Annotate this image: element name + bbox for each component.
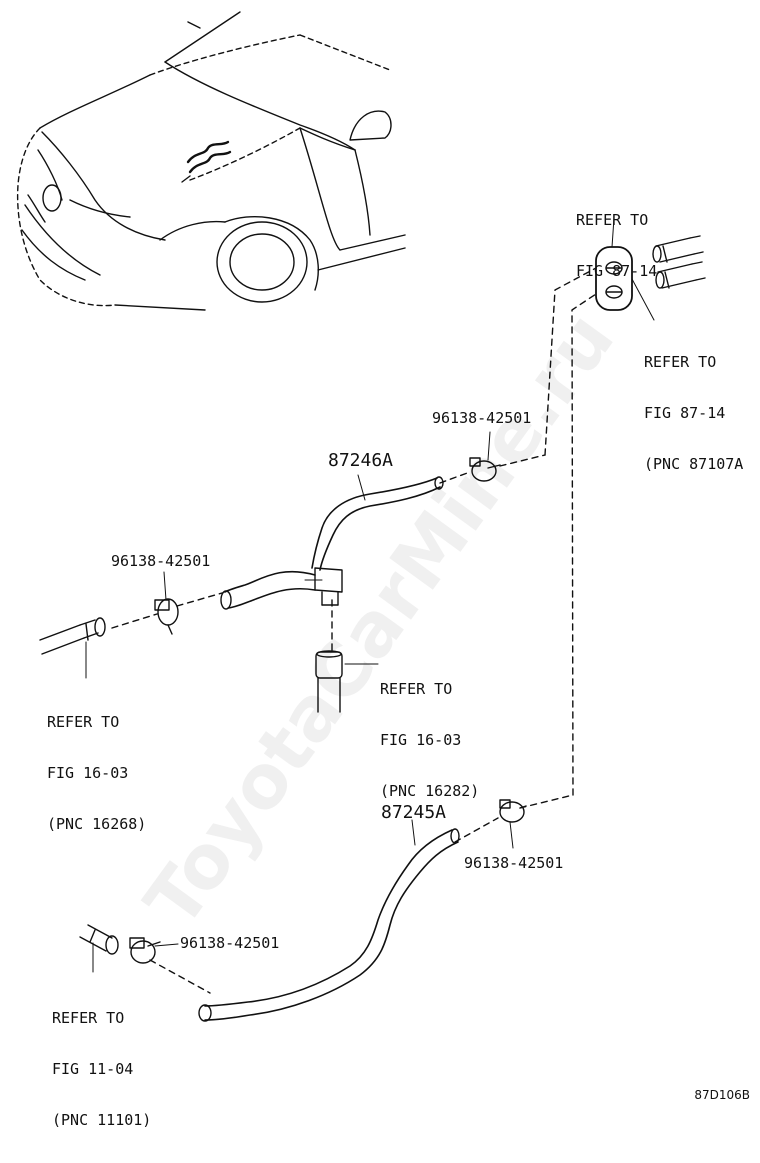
bottom-pipe-end bbox=[79, 924, 119, 955]
ref-top-valve: REFER TO FIG 87-14 bbox=[576, 178, 657, 314]
hose-diagram-drawing bbox=[16, 11, 706, 1022]
figure-id: 87D106B bbox=[694, 1088, 750, 1102]
clamp-part-number: 96138-42501 bbox=[180, 934, 280, 952]
parts-diagram: ToyotaCarMine.ru REFER TO FIG 87-14 REFE… bbox=[16, 11, 750, 1129]
mid-pipe-end bbox=[315, 650, 343, 713]
ref-line: (PNC 11101) bbox=[52, 1111, 152, 1129]
clamp-part-number: 96138-42501 bbox=[111, 552, 211, 570]
ref-left-pipe: REFER TO FIG 16-03 (PNC 16268) bbox=[47, 680, 146, 867]
clamp-part-number: 96138-42501 bbox=[464, 854, 564, 872]
ref-line: FIG 87-14 bbox=[644, 404, 726, 422]
top-pipe-ends bbox=[652, 235, 706, 289]
routing-dash-lines bbox=[111, 267, 597, 994]
ref-line: FIG 16-03 bbox=[47, 764, 129, 782]
hose-87246a bbox=[220, 476, 444, 610]
hose-part-number: 87245A bbox=[381, 802, 447, 823]
ref-top-pipes: REFER TO FIG 87-14 (PNC 87107A bbox=[644, 320, 743, 507]
ref-line: FIG 87-14 bbox=[576, 262, 658, 280]
ref-mid-pipe: REFER TO FIG 16-03 (PNC 16282) bbox=[380, 647, 479, 834]
clamp-c2-shape bbox=[154, 598, 179, 635]
ref-line: REFER TO bbox=[52, 1009, 125, 1027]
car-front-illustration bbox=[16, 11, 406, 311]
clamp-c3-shape bbox=[499, 799, 527, 823]
ref-line: REFER TO bbox=[644, 353, 717, 371]
top-junction-valve bbox=[595, 246, 633, 311]
ref-bottom-pipe: REFER TO FIG 11-04 (PNC 11101) bbox=[52, 976, 151, 1163]
ref-line: FIG 11-04 bbox=[52, 1060, 134, 1078]
ref-line: REFER TO bbox=[576, 211, 649, 229]
ref-line: FIG 16-03 bbox=[380, 731, 462, 749]
hose-87245a bbox=[198, 828, 460, 1022]
left-pipe-end bbox=[39, 617, 106, 655]
clamp-part-number: 96138-42501 bbox=[432, 409, 532, 427]
clamp-c1-shape bbox=[469, 457, 501, 482]
ref-line: REFER TO bbox=[47, 713, 120, 731]
hose-part-number: 87246A bbox=[328, 450, 394, 471]
leader-lines bbox=[85, 217, 655, 973]
ref-line: (PNC 16268) bbox=[47, 815, 147, 833]
ref-line: (PNC 87107A bbox=[644, 455, 744, 473]
clamp-c4-shape bbox=[129, 937, 161, 964]
ref-line: (PNC 16282) bbox=[380, 782, 480, 800]
ref-line: REFER TO bbox=[380, 680, 453, 698]
